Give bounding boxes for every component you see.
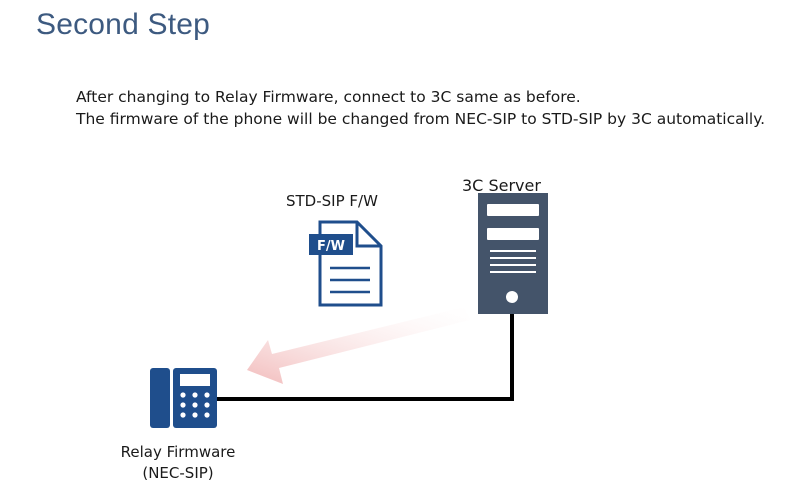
phone-label-line2: (NEC-SIP)	[142, 464, 214, 482]
firmware-document-icon: F/W	[309, 220, 383, 307]
firmware-icon-text: F/W	[317, 239, 345, 254]
server-icon	[478, 193, 548, 314]
body-line-1: After changing to Relay Firmware, connec…	[76, 88, 581, 106]
phone-icon	[150, 368, 217, 428]
server-label: 3C Server	[462, 176, 541, 195]
body-line-2: The firmware of the phone will be change…	[76, 110, 766, 128]
phone-label: Relay Firmware (NEC-SIP)	[108, 442, 248, 484]
phone-label-line1: Relay Firmware	[120, 443, 236, 461]
firmware-label: STD-SIP F/W	[286, 192, 378, 210]
slide-title: Second Step	[36, 8, 210, 41]
body-text: After changing to Relay Firmware, connec…	[76, 86, 765, 130]
firmware-transfer-arrow	[247, 307, 470, 384]
connection-cable	[216, 300, 514, 401]
